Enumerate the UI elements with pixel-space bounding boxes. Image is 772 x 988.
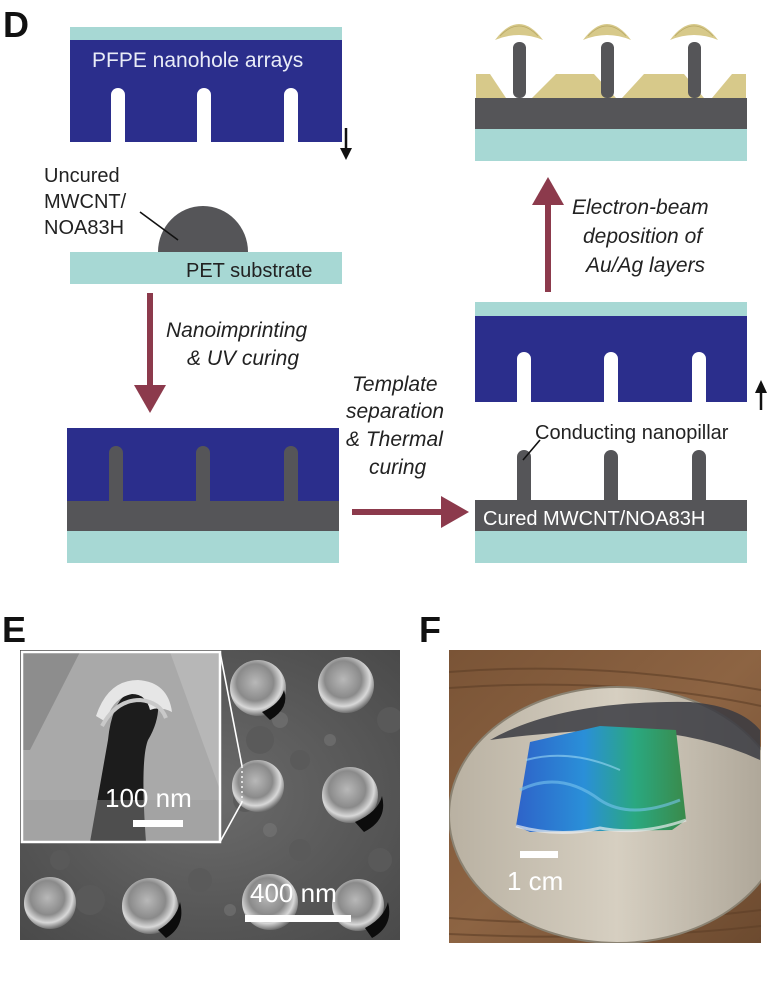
uncured-label-3: NOA83H — [44, 217, 124, 239]
pfpe-label: PFPE nanohole arrays — [92, 49, 303, 72]
step3-label-1: Electron-beam — [572, 196, 709, 219]
uncured-label-1: Uncured — [44, 165, 120, 187]
step3-arrowhead — [532, 177, 564, 205]
up-arrow-icon — [755, 380, 767, 410]
imprinted-stack — [67, 428, 339, 563]
separated-template — [475, 302, 747, 402]
sem-pillar — [230, 660, 286, 720]
step2-arrowhead — [441, 496, 469, 528]
uncured-label-2: MWCNT/ — [44, 191, 127, 213]
pet-substrate — [70, 252, 342, 284]
photo-scalebar — [520, 851, 558, 858]
nanopillar-label: Conducting nanopillar — [535, 422, 729, 444]
sem-pillar — [122, 878, 182, 938]
sem-pillar — [232, 760, 284, 812]
sem-pillar — [322, 767, 384, 832]
step2-label-1: Template — [352, 373, 438, 396]
step2-label-3: & Thermal — [346, 428, 444, 451]
inset-zoom-line — [219, 801, 243, 843]
nanopillar-leader-line — [522, 439, 541, 461]
sem-inset — [20, 650, 222, 844]
step1-arrowhead — [134, 385, 166, 413]
sem-pillar — [318, 657, 374, 713]
step1-label-1: Nanoimprinting — [166, 319, 308, 342]
step3-label-3: Au/Ag layers — [584, 254, 706, 277]
panel-f-letter: F — [419, 609, 441, 650]
panel-e-letter: E — [2, 609, 26, 650]
uncured-droplet — [158, 206, 248, 252]
step1-label-2: & UV curing — [187, 347, 299, 370]
nanopillar-stack — [475, 450, 747, 563]
sample-photo — [449, 650, 761, 943]
cured-label: Cured MWCNT/NOA83H — [483, 508, 705, 530]
sem-pillar — [24, 877, 76, 929]
step2-label-4: curing — [369, 456, 427, 479]
inset-scalebar — [133, 820, 183, 827]
step2-label-2: separation — [346, 400, 444, 423]
down-arrow-icon — [340, 128, 352, 160]
metal-deposited-stack — [475, 24, 747, 161]
photo-scalebar-label: 1 cm — [507, 866, 563, 896]
pet-label: PET substrate — [186, 260, 312, 282]
inset-zoom-line — [219, 651, 243, 767]
pfpe-template-top — [70, 27, 342, 142]
main-scalebar — [245, 915, 351, 922]
inset-scalebar-label: 100 nm — [105, 783, 192, 813]
step3-label-2: deposition of — [583, 225, 704, 248]
panel-d-letter: D — [3, 4, 29, 45]
main-scalebar-label: 400 nm — [250, 878, 337, 908]
droplet-leader-line — [139, 211, 179, 241]
